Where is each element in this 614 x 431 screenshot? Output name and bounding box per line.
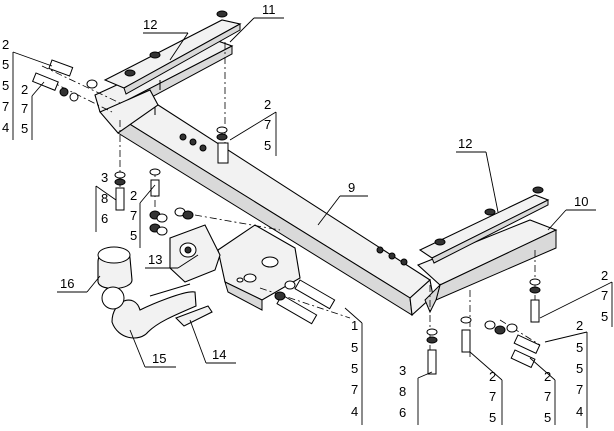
stack-r2-0: 2 bbox=[576, 318, 583, 333]
stack-r2-2: 5 bbox=[576, 361, 583, 376]
safety-clip bbox=[175, 305, 213, 327]
stack-tl2-2: 5 bbox=[21, 121, 28, 136]
leader-lines bbox=[12, 17, 613, 428]
stack-lm-2: 6 bbox=[101, 211, 108, 226]
stack-r1-2: 5 bbox=[601, 309, 608, 324]
stack-lc3-2: 5 bbox=[489, 410, 496, 425]
stack-tl2-1: 7 bbox=[21, 101, 28, 116]
callout-11: 11 bbox=[262, 2, 276, 17]
towball-cover bbox=[97, 246, 133, 290]
stack-lr-2: 5 bbox=[544, 410, 551, 425]
right-mounting-bracket bbox=[416, 219, 558, 314]
stack-lc-3: 7 bbox=[351, 382, 358, 397]
stack-tl2-0: 2 bbox=[21, 82, 28, 97]
stack-tl1-1: 5 bbox=[2, 57, 9, 72]
stack-lm2-1: 7 bbox=[130, 208, 137, 223]
stack-tl1-0: 2 bbox=[2, 37, 9, 52]
stack-lr-0: 2 bbox=[544, 369, 551, 384]
callout-9: 9 bbox=[348, 180, 355, 195]
callout-13: 13 bbox=[148, 252, 162, 267]
callout-14: 14 bbox=[212, 347, 226, 362]
callout-12-right: 12 bbox=[458, 136, 472, 151]
stack-tl1-4: 4 bbox=[2, 120, 9, 135]
stack-tl1-3: 7 bbox=[2, 99, 9, 114]
stack-r1-0: 2 bbox=[601, 268, 608, 283]
stack-r1-1: 7 bbox=[601, 288, 608, 303]
stack-tl1-2: 5 bbox=[2, 78, 9, 93]
stack-um-0: 2 bbox=[264, 97, 271, 112]
stack-lc3-1: 7 bbox=[489, 389, 496, 404]
stack-lc2-0: 3 bbox=[399, 363, 406, 378]
stack-lc-0: 1 bbox=[351, 318, 358, 333]
callout-10: 10 bbox=[574, 194, 588, 209]
stack-lc2-2: 6 bbox=[399, 405, 406, 420]
fasteners bbox=[31, 59, 541, 375]
stack-lc-1: 5 bbox=[351, 340, 358, 355]
stack-lc-2: 5 bbox=[351, 361, 358, 376]
callout-labels: 12 11 9 12 10 13 16 15 14 2 5 5 7 4 2 7 … bbox=[2, 2, 608, 425]
stack-lm2-2: 5 bbox=[130, 228, 137, 243]
stack-um-2: 5 bbox=[264, 138, 271, 153]
stack-lm2-0: 2 bbox=[130, 188, 137, 203]
callout-16: 16 bbox=[60, 276, 74, 291]
stack-r2-1: 5 bbox=[576, 340, 583, 355]
right-rail bbox=[418, 186, 550, 264]
hitch-socket-bracket bbox=[217, 224, 301, 311]
coupling-plate bbox=[169, 224, 221, 283]
stack-lm-1: 8 bbox=[101, 191, 108, 206]
callout-15: 15 bbox=[152, 351, 166, 366]
stack-lc2-1: 8 bbox=[399, 384, 406, 399]
stack-r2-4: 4 bbox=[576, 404, 583, 419]
stack-lc3-0: 2 bbox=[489, 369, 496, 384]
stack-um-1: 7 bbox=[264, 117, 271, 132]
stack-r2-3: 7 bbox=[576, 382, 583, 397]
left-rail bbox=[103, 10, 242, 95]
callout-12-left: 12 bbox=[143, 17, 157, 32]
left-drop-plate bbox=[99, 89, 159, 134]
stack-lc-4: 4 bbox=[351, 404, 358, 419]
stack-lr-1: 7 bbox=[544, 389, 551, 404]
towball-arm bbox=[101, 283, 197, 339]
stack-lm-0: 3 bbox=[101, 170, 108, 185]
